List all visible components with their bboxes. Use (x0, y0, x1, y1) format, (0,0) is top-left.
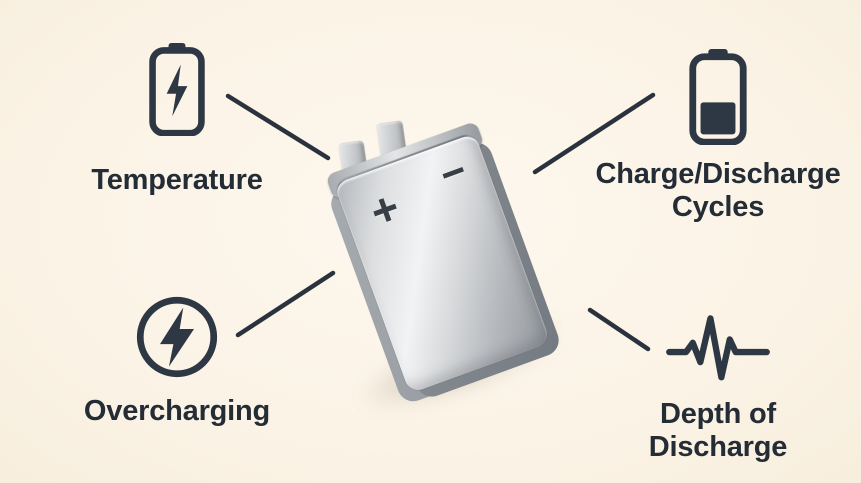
factor-label-depth: Depth of Discharge (648, 398, 788, 463)
circle-bolt-icon (136, 296, 218, 378)
minus-terminal-label: − (433, 145, 473, 199)
factor-charge-discharge-cycles: Charge/Discharge Cycles (590, 48, 846, 224)
pulse-icon (666, 315, 770, 381)
factor-label-cycles: Charge/Discharge Cycles (595, 158, 841, 223)
connector-line-temperature (225, 93, 331, 161)
plus-terminal-label: + (363, 180, 407, 239)
battery-half-icon (689, 48, 747, 145)
battery-bolt-icon (149, 42, 205, 136)
factor-temperature: Temperature (77, 42, 277, 197)
battery-face: + − (333, 131, 551, 394)
factor-label-overcharging: Overcharging (83, 395, 271, 427)
battery-body: + − (325, 120, 564, 406)
pouch-cell-battery-image: + − (320, 110, 580, 431)
connector-line-overcharging (235, 270, 336, 338)
connector-line-depth (587, 307, 651, 352)
connector-line-cycles (532, 92, 656, 175)
factor-label-temperature: Temperature (91, 164, 263, 196)
factor-depth-of-discharge: Depth of Discharge (590, 310, 846, 464)
factor-overcharging: Overcharging (77, 294, 277, 428)
